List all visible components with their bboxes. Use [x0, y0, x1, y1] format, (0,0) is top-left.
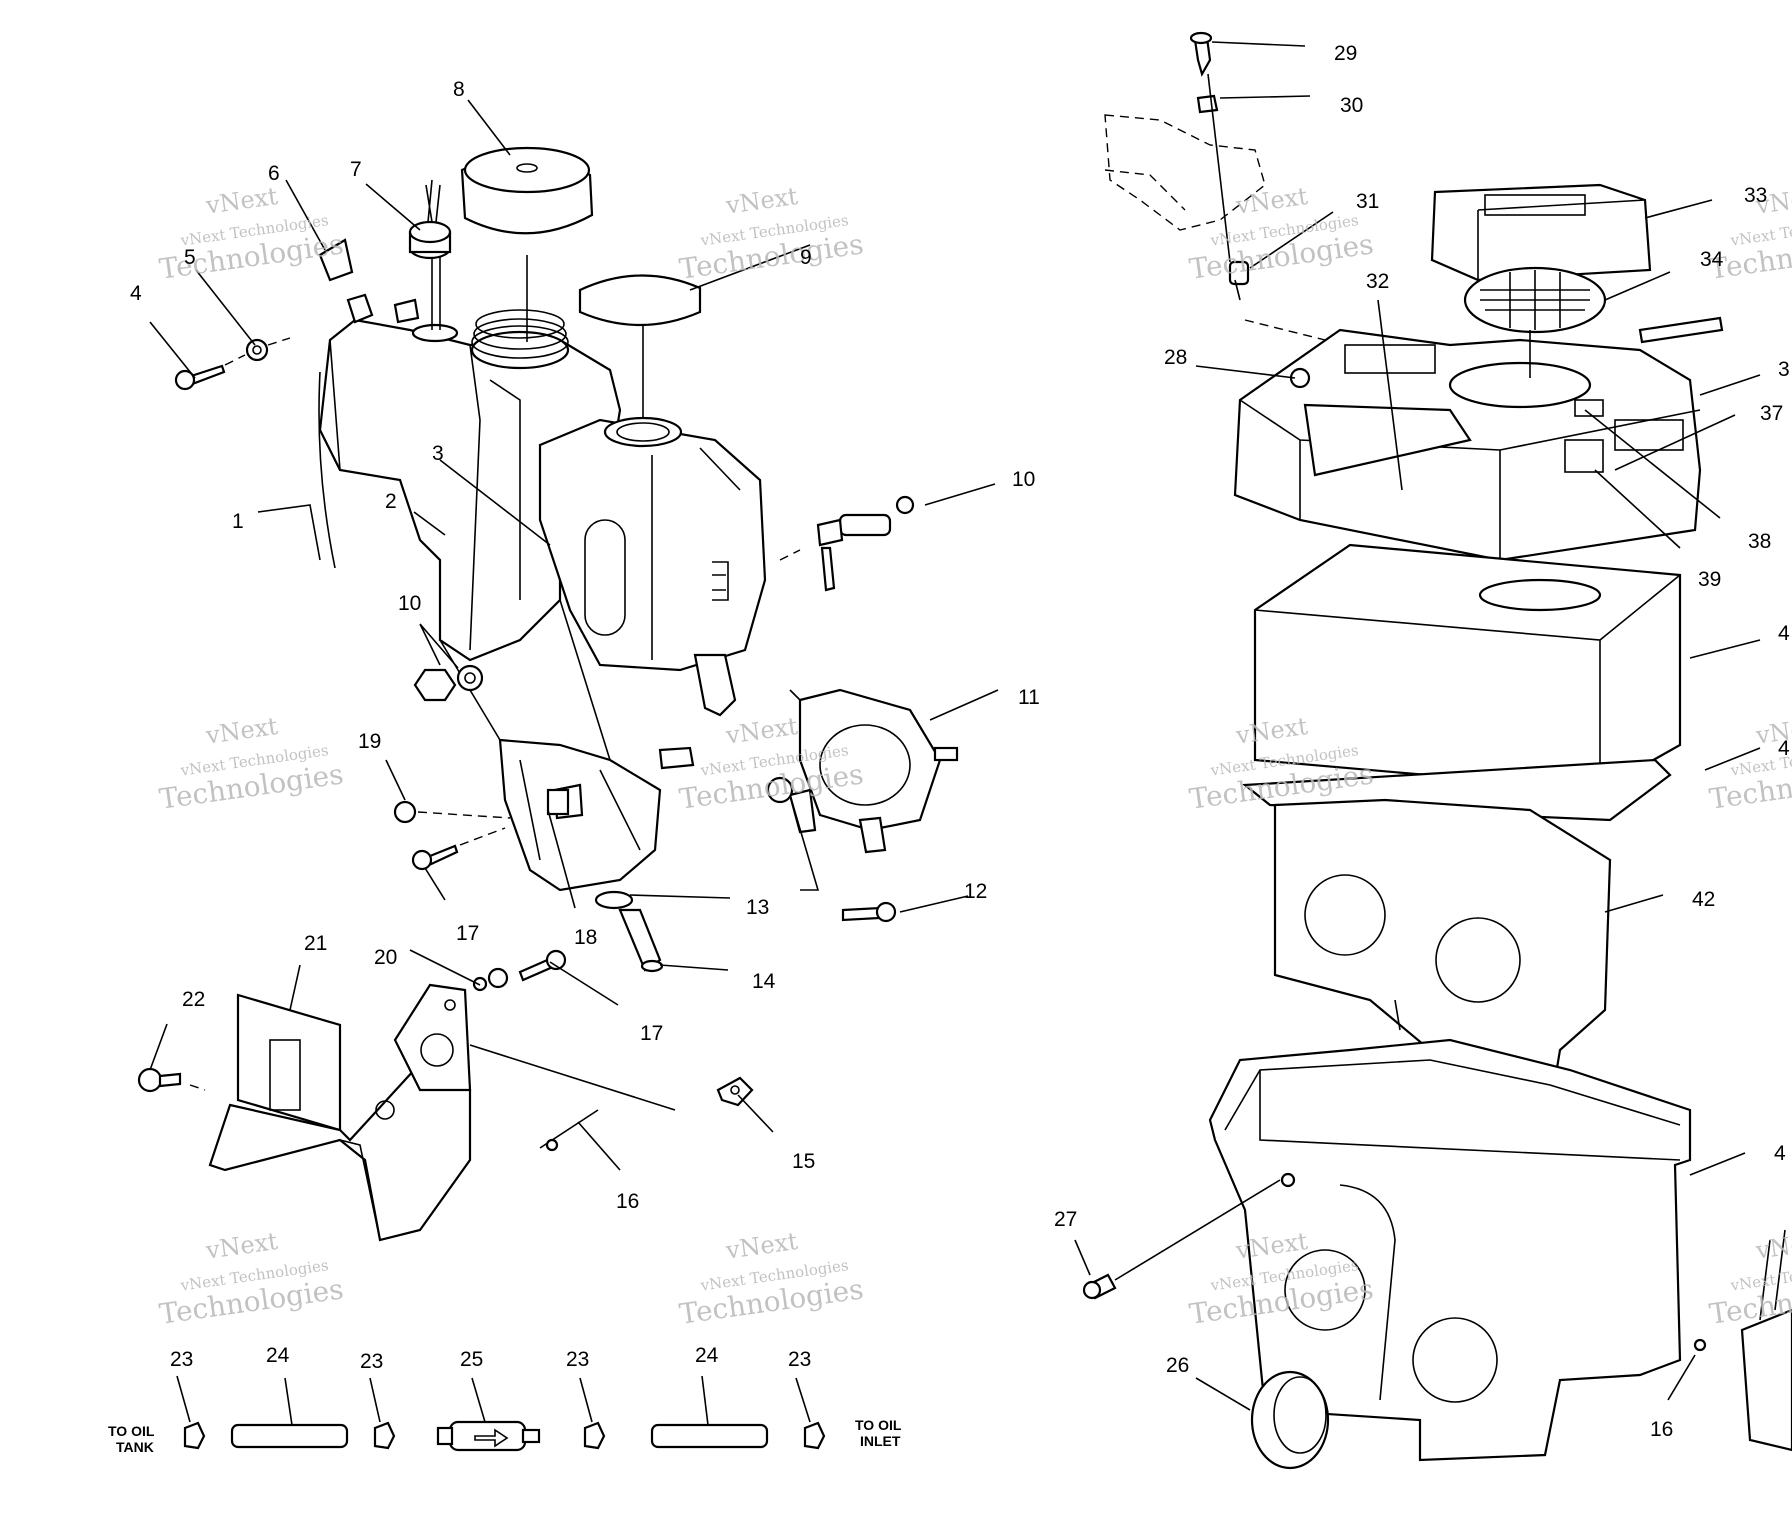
svg-text:vNext: vNext [203, 712, 279, 750]
svg-text:vNext: vNext [203, 1227, 279, 1265]
nut-10 [413, 668, 457, 702]
callout-21: 21 [304, 932, 327, 955]
fasteners [174, 238, 897, 973]
callout-2: 2 [385, 490, 397, 513]
callout-9: 9 [800, 246, 812, 269]
callout-37: 37 [1760, 402, 1783, 425]
callout-26: 26 [1166, 1354, 1189, 1377]
callout-23-d: 23 [788, 1348, 811, 1371]
note-to-oil-inlet-line1: TO OIL [855, 1417, 902, 1433]
callout-11: 11 [1018, 686, 1040, 709]
routing-notes: TO OIL TANK TO OIL INLET [108, 1417, 902, 1455]
level-sender [408, 179, 452, 260]
callout-38: 38 [1748, 530, 1771, 553]
callout-27: 27 [1054, 1208, 1077, 1231]
callout-23-c: 23 [566, 1348, 589, 1371]
callout-42: 42 [1692, 888, 1715, 911]
callout-17-lower: 17 [456, 922, 479, 945]
grommet-10 [456, 664, 484, 692]
svg-text:vNext: vNext [1233, 182, 1309, 220]
callout-24-b: 24 [695, 1344, 719, 1367]
airbox-lower [1208, 1038, 1692, 1462]
callout-23-a: 23 [170, 1348, 193, 1371]
note-to-oil-tank-line2: TANK [116, 1439, 154, 1455]
gasket-cap [578, 274, 702, 418]
callout-4: 4 [130, 282, 142, 305]
baffle-plate [1273, 798, 1612, 1082]
callout-25: 25 [460, 1348, 483, 1371]
callout-16-left: 16 [616, 1190, 639, 1213]
callout-35: 3 [1778, 358, 1790, 381]
mount-bracket [137, 949, 754, 1242]
airbox-assembly [1082, 31, 1792, 1470]
oil-tank-assembly [318, 240, 767, 892]
silencer-lid [1233, 328, 1702, 562]
callout-31: 31 [1356, 190, 1379, 213]
callout-41: 4 [1778, 737, 1790, 760]
callout-18: 18 [574, 926, 597, 949]
leader-lines [149, 41, 1761, 1426]
callout-24-a: 24 [266, 1344, 290, 1367]
callout-1: 1 [232, 510, 244, 533]
shutoff-valve [779, 495, 915, 592]
callout-labels: 1 2 3 4 5 6 7 8 9 10 10 11 12 13 14 15 1… [130, 42, 1790, 1441]
callout-10-left: 10 [398, 592, 421, 615]
filler-cap [460, 146, 594, 342]
callout-28: 28 [1164, 346, 1187, 369]
callout-8: 8 [453, 78, 465, 101]
callout-22: 22 [182, 988, 205, 1011]
callout-33: 33 [1744, 184, 1767, 207]
note-to-oil-inlet-line2: INLET [860, 1433, 901, 1449]
callout-7: 7 [350, 158, 362, 181]
callout-3: 3 [432, 442, 444, 465]
callout-23-b: 23 [360, 1350, 383, 1373]
callout-29: 29 [1334, 42, 1357, 65]
svg-text:vNext: vNext [723, 182, 799, 220]
callout-13: 13 [746, 896, 769, 919]
fuel-pump [766, 688, 959, 854]
callout-40: 4 [1778, 622, 1790, 645]
callout-34: 34 [1700, 248, 1724, 271]
note-to-oil-tank-line1: TO OIL [108, 1423, 155, 1439]
svg-text:vNext: vNext [203, 182, 279, 220]
callout-43: 4 [1774, 1142, 1786, 1165]
callout-19: 19 [358, 730, 381, 753]
callout-10-right: 10 [1012, 468, 1035, 491]
callout-15: 15 [792, 1150, 815, 1173]
callout-30: 30 [1340, 94, 1363, 117]
callout-17-upper: 17 [640, 1022, 663, 1045]
callout-12: 12 [964, 880, 987, 903]
callout-39: 39 [1698, 568, 1721, 591]
callout-32: 32 [1366, 270, 1389, 293]
svg-text:vNext: vNext [723, 1227, 799, 1265]
svg-text:vNext: vNext [723, 712, 799, 750]
callout-6: 6 [268, 162, 280, 185]
callout-5: 5 [184, 246, 196, 269]
callout-16-right: 16 [1650, 1418, 1673, 1441]
callout-14: 14 [752, 970, 776, 993]
callout-20: 20 [374, 946, 397, 969]
svg-text:vNext: vNext [1753, 1227, 1792, 1265]
oil-line-kit [183, 1420, 826, 1452]
sight-window [584, 519, 626, 636]
